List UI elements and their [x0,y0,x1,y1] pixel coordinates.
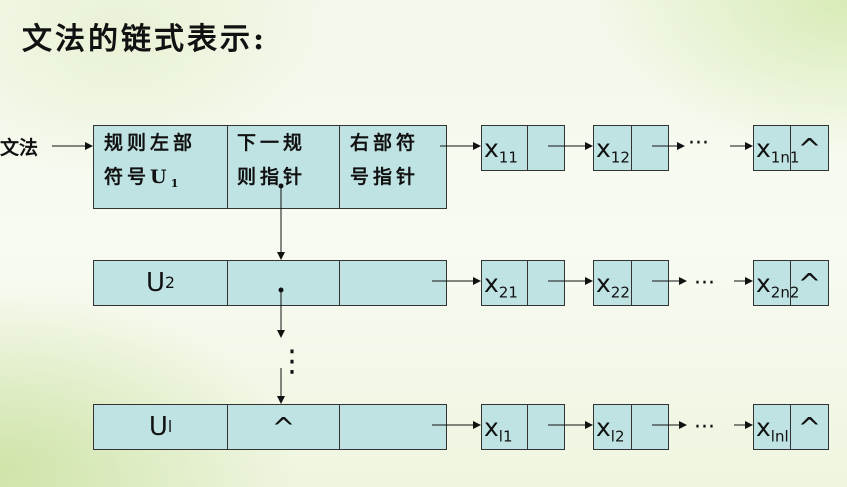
right-part-pointer-cell: 右部符 号指针 [340,126,446,208]
next-rule-pointer-cell [228,261,340,305]
rule-node-1: 规则左部 符号U1 下一规 则指针 右部符 号指针 [93,125,447,209]
header-col3-line1: 右部符 [350,132,420,154]
rule-left-symbol-cell: 规则左部 符号U1 [94,126,228,208]
header-col1-line1: 规则左部 [104,132,197,154]
symbol-x22: x22 [596,268,630,301]
symbol-x12: x12 [596,133,630,166]
null-pointer-caret: ^ [271,410,296,444]
symbol-x21: x21 [484,268,518,301]
header-col1-line2: 符号U1 [104,166,183,190]
ellipsis-row1: ··· [688,131,709,156]
header-col2-line1: 下一规 [237,132,307,154]
header-col3-line2: 号指针 [350,166,420,188]
next-rule-pointer-cell: 下一规 则指针 [227,126,340,208]
symbol-node-x11: x11 [481,125,565,171]
ellipsis-row3: ··· [694,415,715,440]
symbol-node-xl1: xl1 [481,404,565,450]
symbol-node-xl2: xl2 [593,404,669,450]
grammar-label: 文法 [0,137,39,159]
symbol-x11: x11 [484,133,518,166]
symbol-node-x22: x22 [593,260,669,306]
next-rule-pointer-cell: ^ [228,405,340,449]
symbol-node-x21: x21 [481,260,565,306]
header-col2-line2: 则指针 [237,166,307,188]
null-caret: ^ [797,410,822,444]
null-caret: ^ [797,131,822,165]
null-caret: ^ [797,266,822,300]
symbol-node-xlnl: xlnl ^ [753,404,829,450]
symbol-x2n2: x2n2 [756,268,800,301]
symbol-xl1: xl1 [484,412,513,445]
ellipsis-row2: ··· [694,271,715,296]
vertical-ellipsis: ⋮ [277,344,307,379]
symbol-xlnl: xlnl [756,412,789,445]
symbol-x1n1: x1n1 [756,133,800,166]
symbol-node-x1n1: x1n1 ^ [753,125,829,171]
symbol-node-x2n2: x2n2 ^ [753,260,829,306]
symbol-node-x12: x12 [593,125,669,171]
page-title: 文法的链式表示: [22,22,268,57]
symbol-xl2: xl2 [596,412,625,445]
